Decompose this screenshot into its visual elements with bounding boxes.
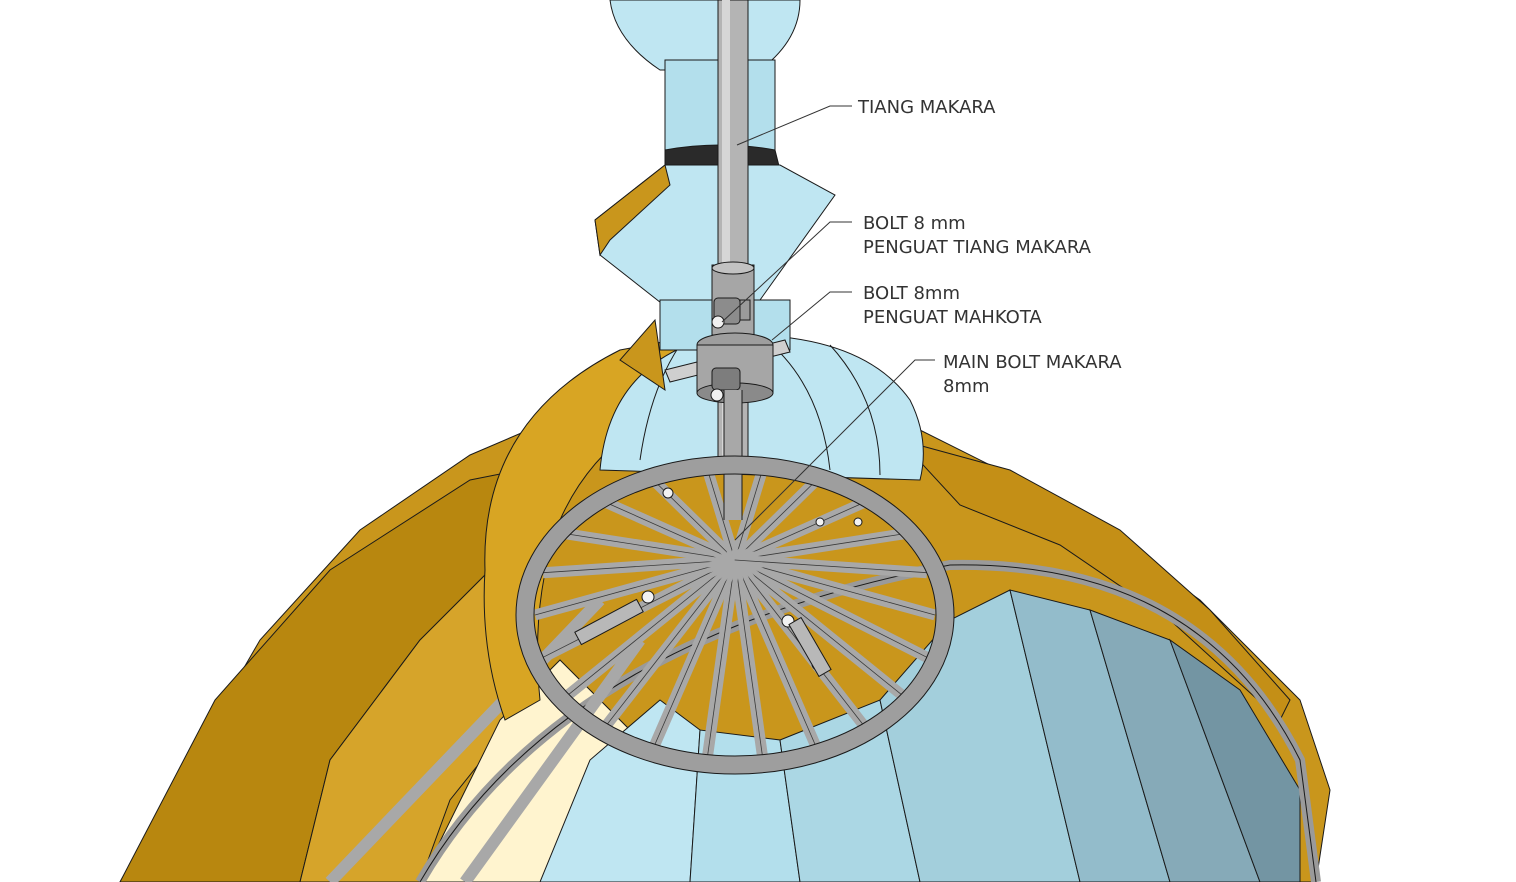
- frame-strut-edge: [566, 559, 736, 697]
- finial-bulb-gold: [594, 164, 671, 257]
- frame-bolts: [574, 487, 863, 678]
- gold-arch-collar: [483, 334, 701, 721]
- main-bolt-makara: [723, 390, 743, 520]
- frame-strut-edge: [734, 559, 764, 764]
- frame-strut-edge: [534, 559, 736, 616]
- bolt-mahkota-head: [710, 388, 724, 402]
- bolt-mahkota-nut: [711, 367, 741, 391]
- label-bolt-tiang-line1: BOLT 8 mm: [863, 213, 966, 234]
- frame-strut-edge: [734, 533, 904, 561]
- frame-bolt: [815, 517, 825, 527]
- frame-bracket: [788, 616, 832, 678]
- frame-ring-outer-edge: [515, 455, 955, 775]
- frame-strut-edge: [734, 559, 927, 574]
- pole-sleeve-top: [711, 261, 755, 275]
- leader-lines: [721, 105, 935, 541]
- frame-strut-edge: [603, 501, 736, 561]
- label-main-bolt-line1: MAIN BOLT MAKARA: [943, 352, 1122, 373]
- frame-strut-edge: [543, 559, 736, 574]
- finial-base-gold: [619, 318, 666, 392]
- spider-frame: [533, 464, 937, 765]
- label-bolt-mahkota-line1: BOLT 8mm: [863, 283, 960, 304]
- leader-bolt-mahkota: [771, 291, 852, 341]
- frame-strut-edge: [734, 559, 819, 752]
- frame-strut-edge: [734, 559, 936, 616]
- labels: TIANG MAKARA BOLT 8 mm PENGUAT TIANG MAK…: [857, 97, 1122, 397]
- bolt-tiang-bracket: [739, 299, 751, 321]
- frame-strut-edge: [734, 478, 819, 561]
- frame-strut-edge: [706, 559, 736, 764]
- leader-tiang-makara: [736, 105, 852, 146]
- frame-strut-edge: [566, 533, 736, 561]
- leader-bolt-tiang: [721, 221, 852, 323]
- label-tiang-makara: TIANG MAKARA: [857, 97, 996, 118]
- frame-bolt: [662, 487, 674, 499]
- frame-strut-edge: [734, 466, 764, 561]
- frame-bracket: [574, 598, 644, 646]
- dome-gold-collar-right: [898, 439, 1291, 721]
- frame-strut-edge: [734, 559, 928, 658]
- dome-blue-panel-8: [1168, 638, 1301, 882]
- frame-ring: [516, 456, 954, 774]
- frame-bolt: [641, 590, 655, 604]
- label-bolt-tiang-line2: PENGUAT TIANG MAKARA: [863, 237, 1092, 258]
- frame-ring-inner-edge: [533, 473, 937, 757]
- frame-strut-edge: [734, 501, 867, 561]
- bolt-tiang-head: [711, 315, 725, 329]
- leader-main-bolt: [734, 359, 935, 541]
- frame-bolt: [853, 517, 863, 527]
- frame-strut-edge: [706, 466, 736, 561]
- pole-highlight: [722, 0, 730, 470]
- ring: [515, 455, 955, 775]
- label-bolt-mahkota-line2: PENGUAT MAHKOTA: [863, 307, 1042, 328]
- main-bolt-rod-edge: [723, 390, 743, 520]
- frame-strut-edge: [603, 559, 736, 729]
- bolt-mahkota: [664, 332, 791, 404]
- frame-strut-edge: [651, 559, 736, 752]
- bolt-tiang-makara: [711, 297, 751, 329]
- label-main-bolt-line2: 8mm: [943, 376, 990, 397]
- frame-strut-edge: [734, 559, 904, 697]
